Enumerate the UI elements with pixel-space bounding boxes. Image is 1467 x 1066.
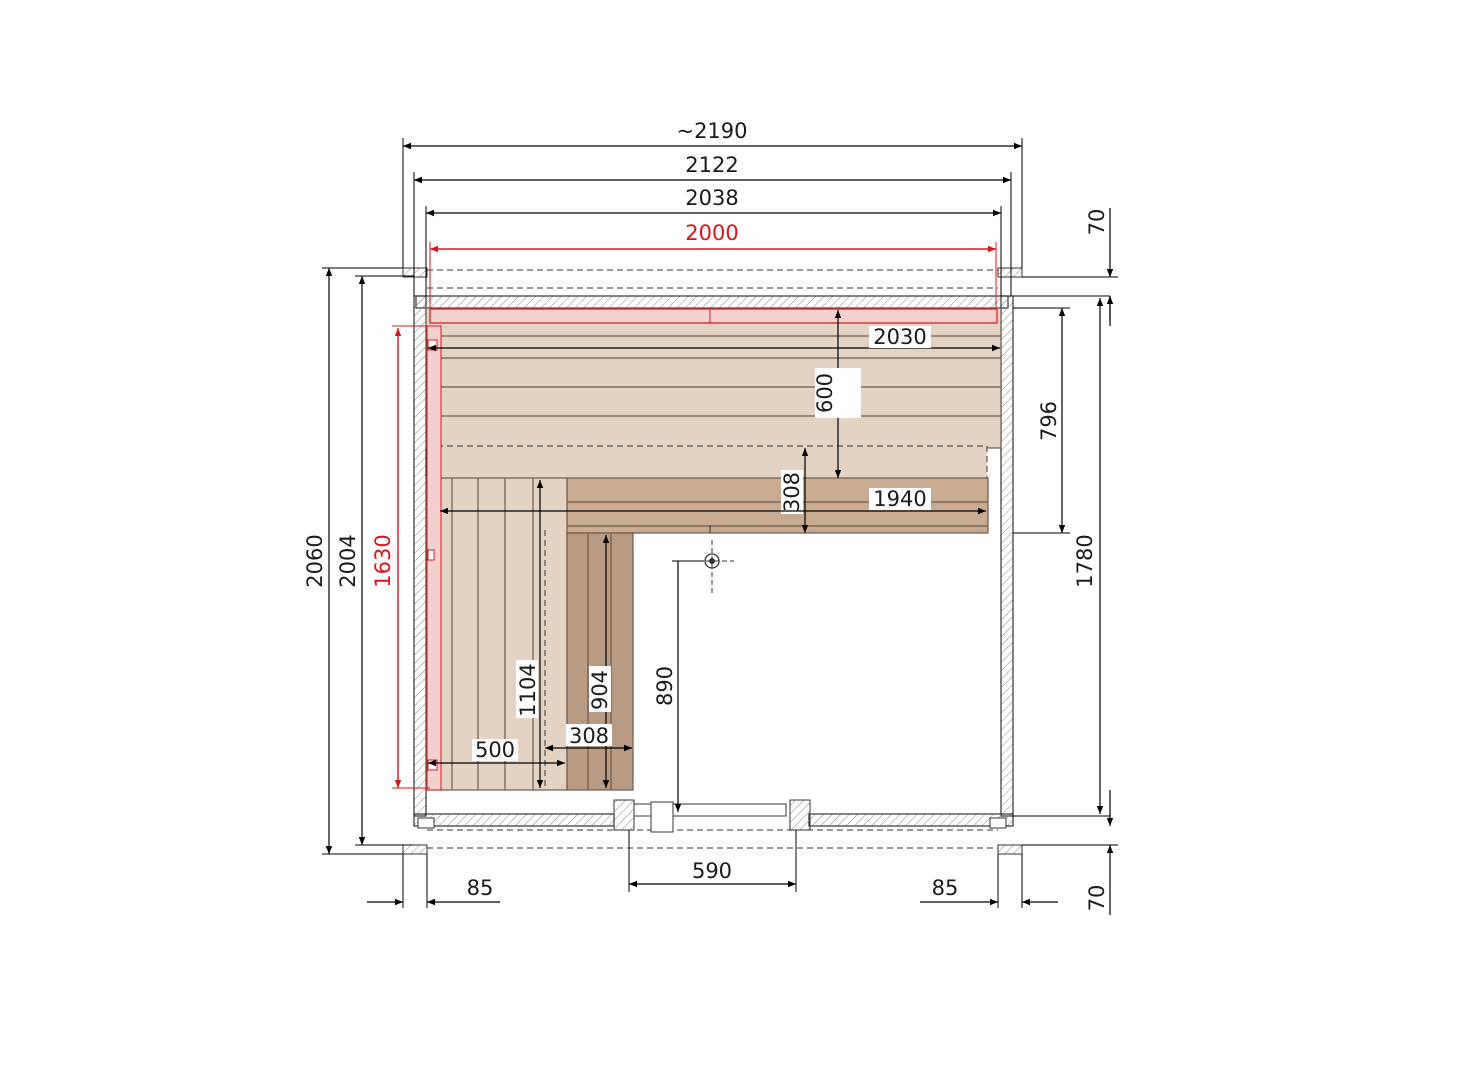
door-handle: [650, 801, 674, 833]
bench-dimensions: 2030 600 308 1940 1104 904 500 308: [428, 310, 1000, 788]
dim-side-bench-width: 500: [475, 738, 515, 762]
dim-right-1780: 1780: [1073, 534, 1097, 587]
door-leaf: [633, 803, 787, 817]
benches: [425, 307, 1002, 791]
door-frame-right: [789, 799, 811, 831]
dim-width-2038: 2038: [685, 186, 738, 210]
dim-outer-width: ~2190: [676, 119, 747, 143]
right-dimensions: 796 1780 70 70: [1013, 208, 1118, 915]
left-wall: [413, 295, 427, 817]
marker-bottom: [427, 759, 438, 771]
side-bench: [425, 477, 568, 791]
bottom-right-corner-post: [997, 844, 1023, 855]
bench-front-strip: [436, 445, 988, 479]
dim-side-step-width: 308: [569, 724, 609, 748]
walls: [402, 267, 1023, 855]
dim-side-step-length: 904: [588, 670, 612, 710]
dim-inner-width: 2000: [685, 221, 738, 245]
dim-top-bench-depth: 600: [813, 373, 837, 413]
backrest-highlight: [429, 308, 998, 324]
bottom-wall-left: [413, 813, 615, 827]
dim-left-2004: 2004: [336, 534, 360, 587]
dim-right-796: 796: [1037, 401, 1061, 441]
side-step: [566, 532, 634, 791]
marker-mid: [427, 549, 435, 561]
dim-side-bench-length: 1104: [516, 663, 540, 716]
clip-right: [989, 817, 1007, 829]
dim-door-width: 590: [692, 859, 732, 883]
dim-lower-bench-length: 1940: [873, 487, 926, 511]
door-frame-left: [613, 799, 635, 831]
top-left-corner-post: [402, 267, 428, 278]
dim-left-inner: 1630: [371, 534, 395, 587]
dim-right-offset: 85: [932, 876, 959, 900]
clip-left: [417, 817, 435, 829]
dim-width-2122: 2122: [685, 153, 738, 177]
dim-top-bench-length: 2030: [873, 325, 926, 349]
dim-right-top-70: 70: [1085, 209, 1109, 236]
bottom-wall-right: [808, 813, 1014, 827]
dim-door-to-heater: 890: [653, 666, 677, 706]
bottom-left-corner-post: [402, 844, 428, 855]
dim-lower-bench-depth: 308: [780, 472, 804, 512]
top-right-corner-post: [997, 267, 1023, 278]
right-wall: [1000, 295, 1014, 817]
top-dimensions: ~2190 2122 2038 2000: [402, 119, 1023, 308]
dim-right-bottom-70: 70: [1085, 885, 1109, 912]
top-wall: [415, 295, 1009, 309]
dim-left-offset: 85: [467, 876, 494, 900]
left-dimensions: 2060 2004 1630: [303, 267, 430, 855]
dim-left-total: 2060: [303, 534, 327, 587]
bottom-dimensions: 590 890 85 85: [367, 560, 1058, 908]
heater: [690, 525, 734, 595]
